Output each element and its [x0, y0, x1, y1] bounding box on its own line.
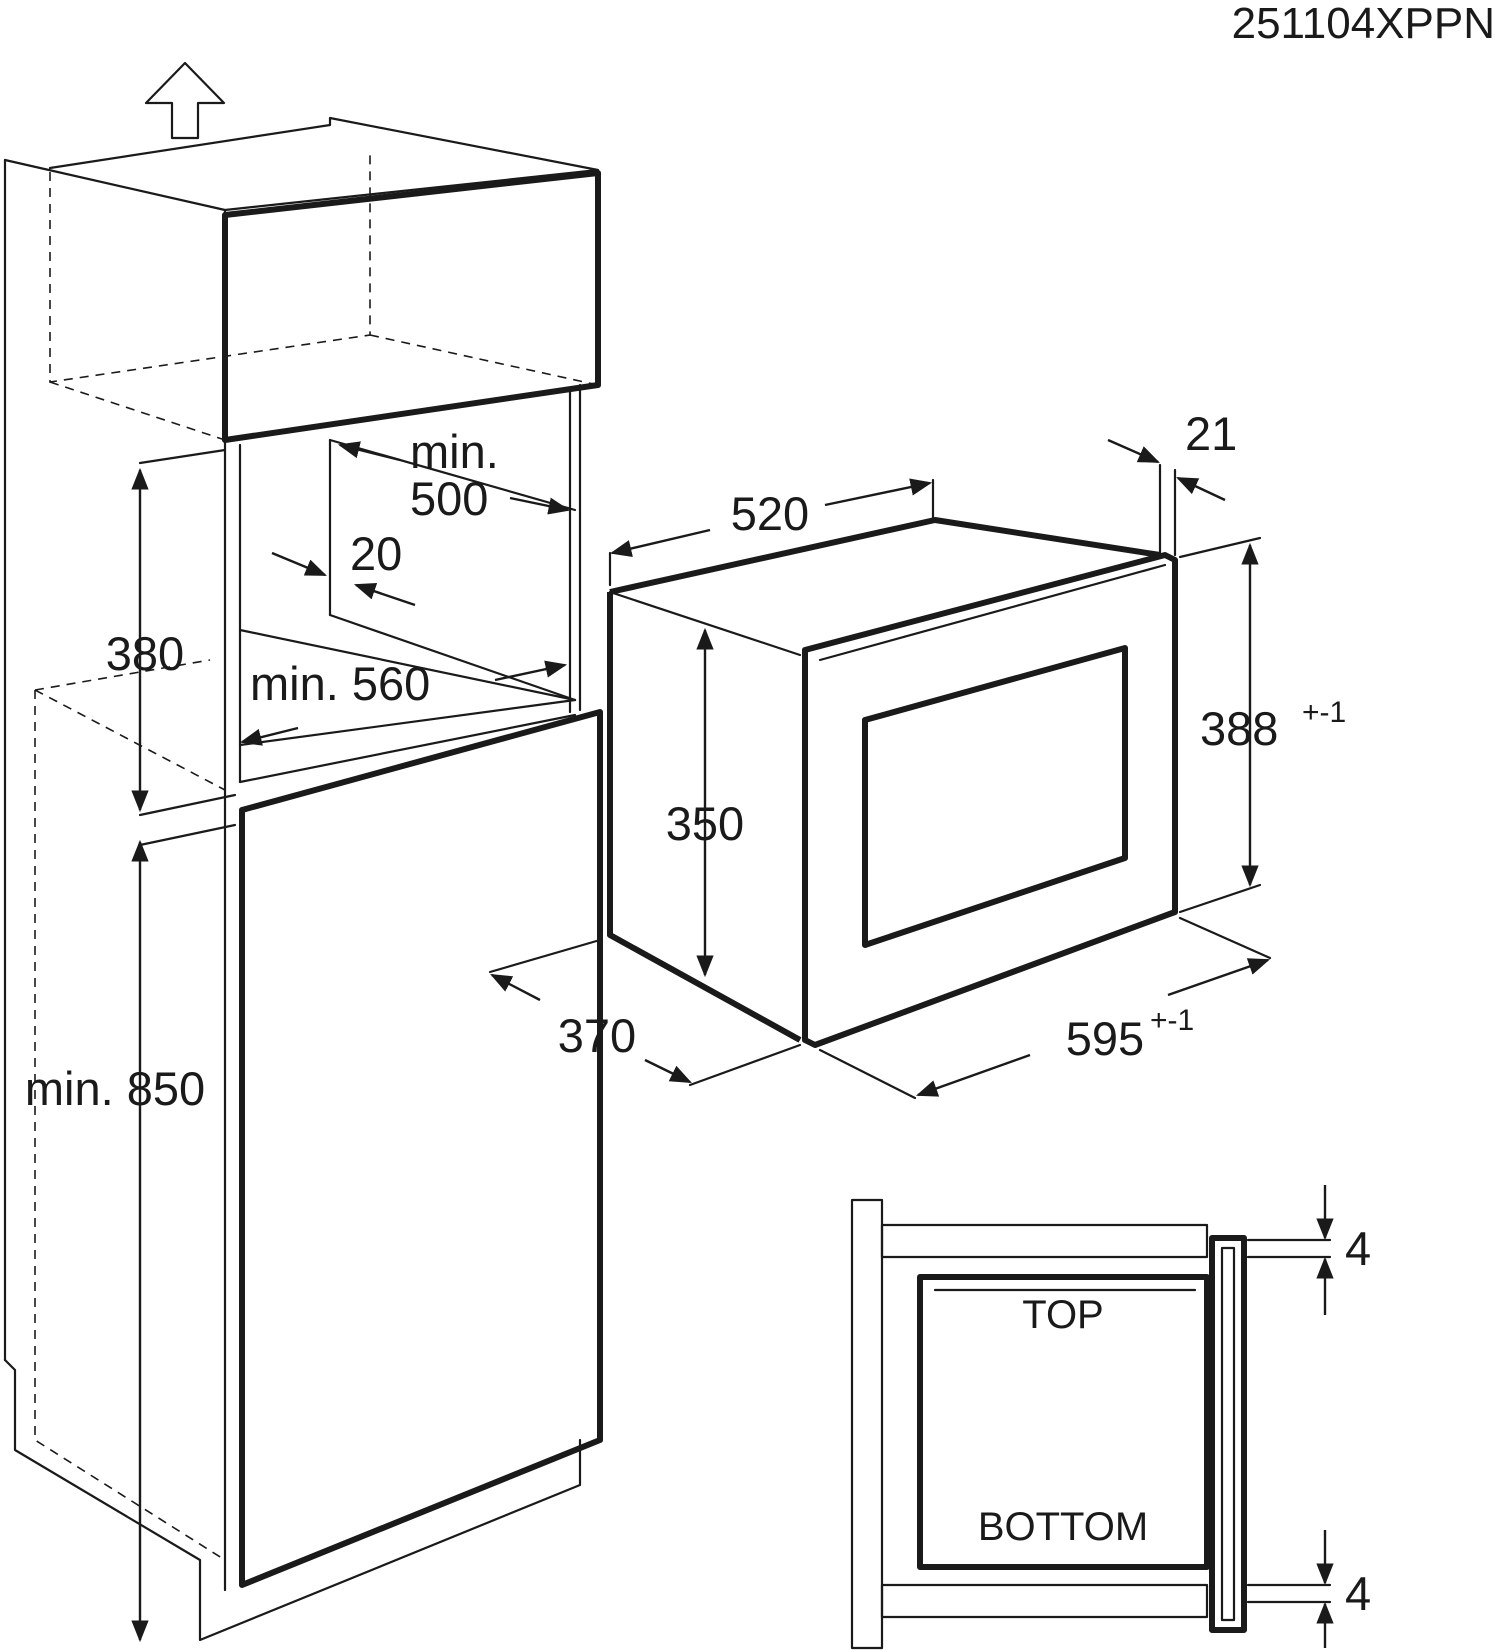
depth-top-label: 520 — [731, 487, 809, 540]
body-depth-label: 370 — [558, 1009, 636, 1062]
niche-width-label-line2: 500 — [410, 472, 488, 525]
tall-cabinet: 380 min. 850 min. 500 20 min. 560 — [3, 61, 603, 1643]
frame-width-tolerance: +-1 — [1150, 1004, 1194, 1037]
microwave-appliance: 520 21 350 388 +-1 370 595 +-1 — [488, 407, 1346, 1100]
detail-top-label: TOP — [1022, 1293, 1104, 1337]
ventilation-arrow-icon — [144, 61, 226, 140]
niche-depth-label: min. 560 — [250, 657, 430, 710]
frame-height-tolerance: +-1 — [1302, 696, 1346, 729]
drawing-code: 251104XPPN — [1232, 0, 1495, 48]
detail-bottom-label: BOTTOM — [978, 1505, 1148, 1549]
floor-height-label: min. 850 — [25, 1062, 205, 1115]
frame-height-label: 388 — [1200, 702, 1278, 755]
detail-bottom-gap-label: 4 — [1345, 1567, 1371, 1620]
frame-width-label: 595 — [1066, 1012, 1144, 1065]
body-height-label: 350 — [666, 797, 744, 850]
niche-width-label-line1: min. — [410, 425, 499, 478]
niche-height-label: 380 — [106, 627, 184, 680]
mounting-detail: TOP BOTTOM 4 4 — [850, 1185, 1371, 1650]
side-gap-label: 20 — [350, 527, 402, 580]
frame-thickness-label: 21 — [1185, 407, 1237, 460]
detail-top-gap-label: 4 — [1345, 1222, 1371, 1275]
